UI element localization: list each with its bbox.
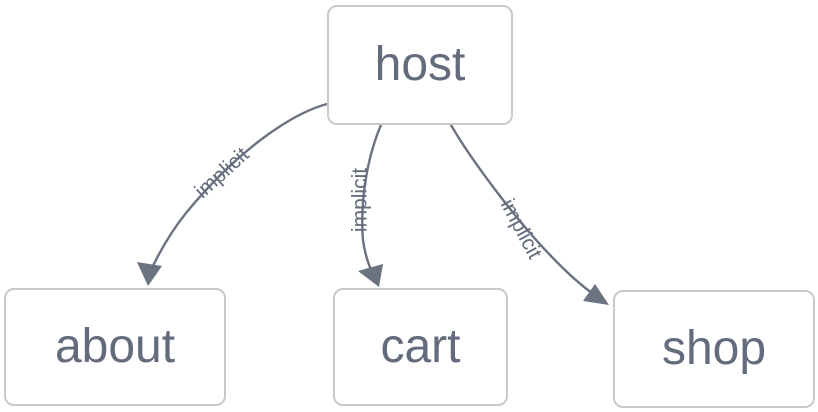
node-cart-label: cart — [380, 320, 461, 373]
edge-host-cart[interactable] — [358, 123, 383, 287]
node-host[interactable]: host — [327, 5, 513, 125]
edge-host-shop-arrowhead — [583, 284, 609, 305]
edge-host-about[interactable] — [137, 102, 329, 286]
node-shop[interactable]: shop — [613, 290, 815, 408]
node-about[interactable]: about — [4, 288, 226, 406]
node-host-label: host — [374, 38, 466, 91]
node-shop-label: shop — [661, 322, 767, 375]
edge-host-cart-path — [361, 123, 383, 276]
edge-host-about-arrowhead — [137, 262, 162, 286]
edge-host-cart-arrowhead — [358, 264, 383, 287]
node-cart[interactable]: cart — [333, 288, 508, 406]
edge-host-about-path — [148, 102, 329, 274]
edge-host-shop-path — [449, 123, 598, 298]
edge-label-host-cart: implicit — [348, 167, 372, 233]
node-about-label: about — [54, 320, 176, 373]
edge-host-shop[interactable] — [449, 123, 609, 305]
